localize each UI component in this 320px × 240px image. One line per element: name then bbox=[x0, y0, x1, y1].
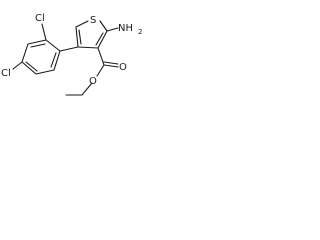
bond-ester-o-ch2 bbox=[81, 82, 93, 96]
bond-ar4-ar5 bbox=[21, 61, 37, 75]
bond-c2-c3-double bbox=[95, 32, 104, 46]
bond-ar3-ar4 bbox=[21, 43, 29, 63]
ester-group bbox=[65, 47, 119, 96]
chloro-top-label: Cl bbox=[35, 13, 45, 24]
amino-nitrogen-label: NH bbox=[118, 23, 133, 34]
bond-ar1-ar2 bbox=[45, 39, 61, 52]
chloro-bottom-label: Cl bbox=[1, 68, 11, 79]
bond-ar6-ar1-double bbox=[50, 52, 57, 68]
bond-carbonyl-ester-o bbox=[96, 64, 105, 77]
bond-ar4-cl bbox=[12, 61, 23, 70]
bond-c2-c3 bbox=[97, 30, 108, 49]
bond-carbonyl-o bbox=[103, 64, 119, 68]
bond-ar2-ar3-double bbox=[30, 43, 46, 48]
amino-hydrogen-subscript: 2 bbox=[138, 28, 142, 36]
bond-ar2-cl bbox=[41, 23, 47, 41]
molecule-structure: S NH 2 Cl Cl O O bbox=[1, 13, 142, 96]
bond-s-c5 bbox=[75, 20, 89, 28]
dichlorophenyl-ring bbox=[21, 39, 61, 75]
bond-c4-c5 bbox=[75, 26, 79, 48]
bond-c3-c4 bbox=[77, 46, 99, 49]
ester-oxygen-label: O bbox=[89, 76, 97, 87]
bond-c4-c5-double bbox=[78, 29, 82, 45]
bond-c3-carbonyl bbox=[97, 47, 105, 66]
bond-carbonyl-o-double bbox=[103, 61, 119, 65]
carbonyl-oxygen-label: O bbox=[119, 62, 127, 73]
bond-ar6-ar1 bbox=[53, 50, 61, 71]
bond-c2-n bbox=[106, 27, 119, 32]
bond-ar4-ar5-double bbox=[25, 61, 38, 72]
sulfur-atom-label: S bbox=[90, 15, 96, 26]
thiophene-ring bbox=[75, 20, 108, 49]
bond-ar5-ar6 bbox=[35, 69, 55, 75]
bond-ar2-ar3 bbox=[27, 39, 47, 45]
bond-c4-phenyl bbox=[59, 46, 79, 52]
bond-s-c2 bbox=[99, 20, 108, 32]
